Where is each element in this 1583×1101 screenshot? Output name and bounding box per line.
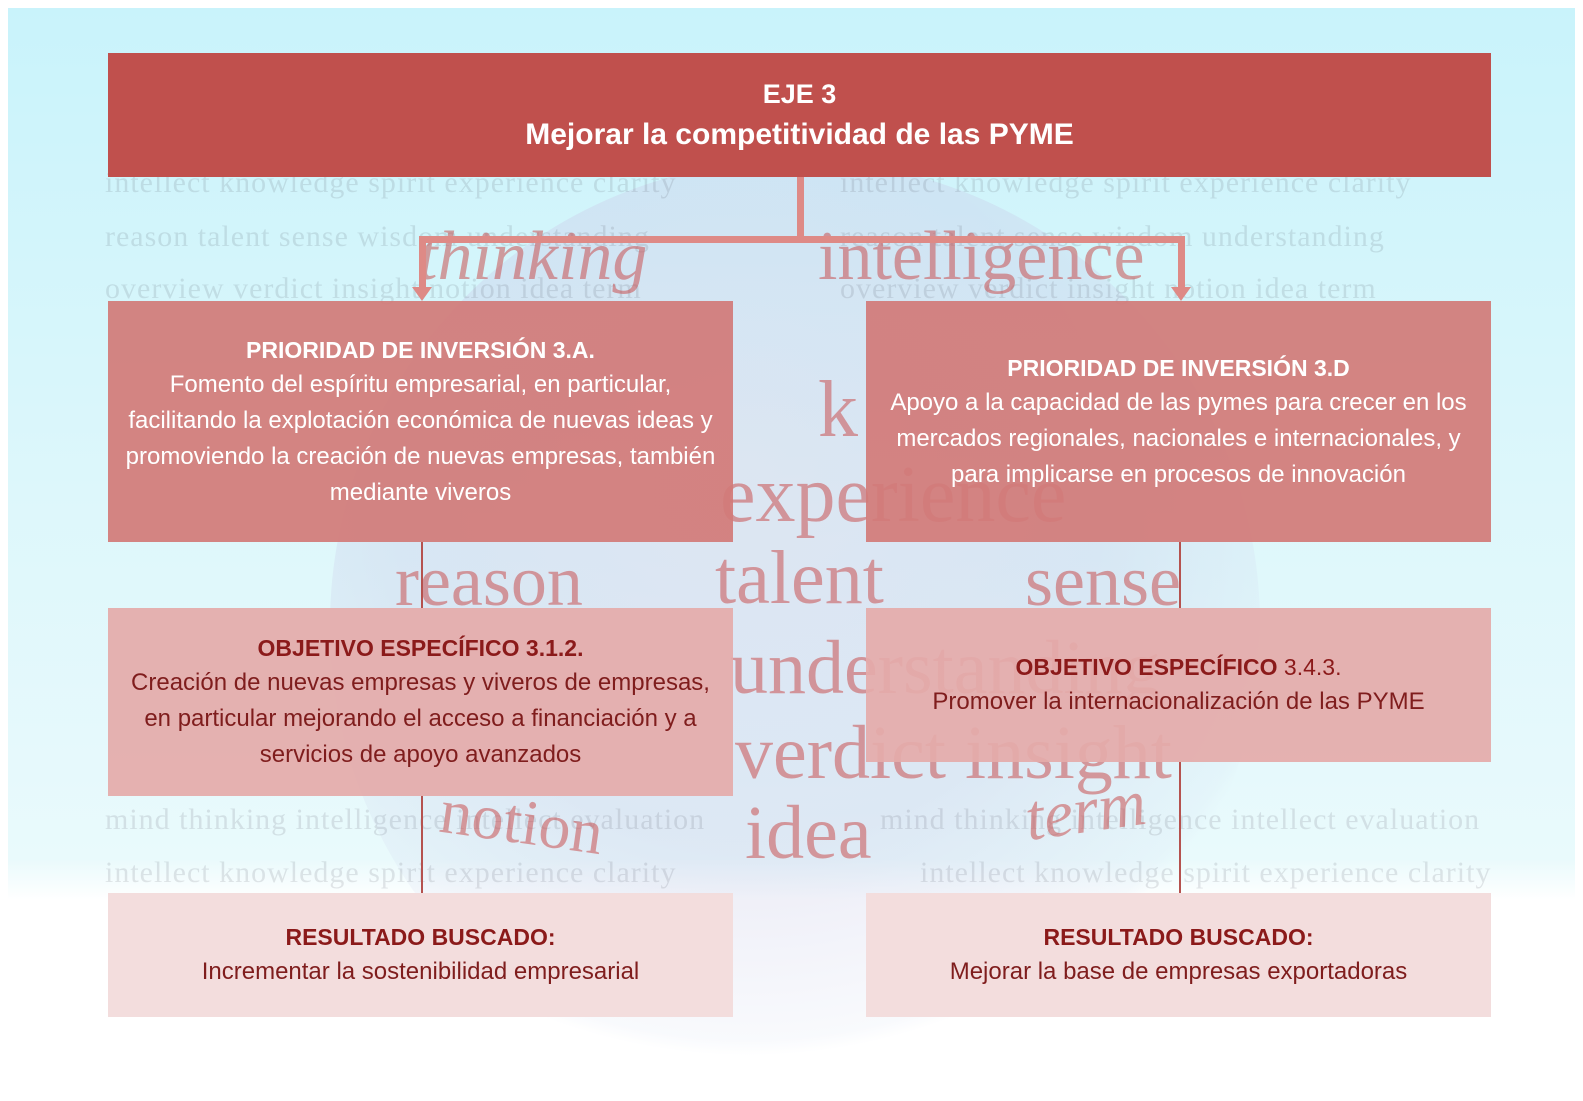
connector-right-1: [1179, 542, 1181, 608]
arrow-down-icon: [1171, 287, 1191, 301]
objective-heading: OBJETIVO ESPECÍFICO 3.1.2.: [257, 635, 584, 661]
priority-heading: PRIORIDAD DE INVERSIÓN 3.D: [1007, 354, 1350, 381]
result-box-right: RESULTADO BUSCADO: Mejorar la base de em…: [866, 893, 1491, 1017]
objective-heading-label: OBJETIVO ESPECÍFICO: [1015, 654, 1278, 680]
objective-heading: OBJETIVO ESPECÍFICO 3.4.3.: [1016, 650, 1342, 684]
background-word: idea: [745, 791, 872, 875]
objective-box-right: OBJETIVO ESPECÍFICO 3.4.3. Promover la i…: [866, 608, 1491, 762]
axis-label: EJE 3: [762, 79, 837, 109]
objective-number: 3.4.3.: [1283, 654, 1342, 680]
background-word: reason: [395, 541, 583, 621]
connector-right-drop: [1178, 236, 1185, 289]
connector-horizontal: [419, 236, 1185, 243]
result-text: Mejorar la base de empresas exportadoras: [949, 958, 1408, 985]
connector-right-2: [1179, 762, 1181, 893]
background-text-line: overview verdict insight notion idea ter…: [840, 272, 1377, 305]
connector-vertical: [797, 177, 804, 238]
arrow-down-icon: [412, 287, 432, 301]
result-heading: RESULTADO BUSCADO:: [1043, 924, 1314, 950]
background-text-line: overview verdict insight notion idea ter…: [105, 272, 642, 305]
objective-text: Creación de nuevas empresas y viveros de…: [131, 669, 710, 768]
background-text-line: mind thinking intelligence intellect eva…: [105, 803, 706, 836]
background-word: k: [818, 366, 858, 454]
background-word: term: [1020, 765, 1151, 856]
priority-box-left: PRIORIDAD DE INVERSIÓN 3.A. Fomento del …: [108, 301, 733, 542]
connector-left-2: [421, 796, 423, 893]
connector-left-1: [421, 542, 423, 608]
objective-box-left: OBJETIVO ESPECÍFICO 3.1.2. Creación de n…: [108, 608, 733, 796]
background-word: thinking: [418, 218, 648, 295]
background-word: talent: [715, 536, 884, 620]
priority-text: Apoyo a la capacidad de las pymes para c…: [890, 388, 1467, 488]
axis-box: EJE 3 Mejorar la competitividad de las P…: [108, 53, 1491, 177]
result-box-left: RESULTADO BUSCADO: Incrementar la sosten…: [108, 893, 733, 1017]
result-heading: RESULTADO BUSCADO:: [285, 924, 556, 950]
priority-box-right: PRIORIDAD DE INVERSIÓN 3.D Apoyo a la ca…: [866, 301, 1491, 542]
background-text-line: intellect knowledge spirit experience cl…: [105, 856, 677, 889]
connector-left-drop: [419, 236, 426, 289]
priority-heading: PRIORIDAD DE INVERSIÓN 3.A.: [246, 336, 595, 363]
axis-title: Mejorar la competitividad de las PYME: [525, 118, 1074, 151]
priority-text: Fomento del espíritu empresarial, en par…: [125, 370, 716, 506]
result-text: Incrementar la sostenibilidad empresaria…: [201, 958, 640, 985]
objective-text: Promover la internacionalización de las …: [932, 688, 1425, 715]
background-word: intelligence: [818, 218, 1145, 295]
background-word: sense: [1025, 541, 1181, 621]
background-text-line: intellect knowledge spirit experience cl…: [920, 856, 1492, 889]
